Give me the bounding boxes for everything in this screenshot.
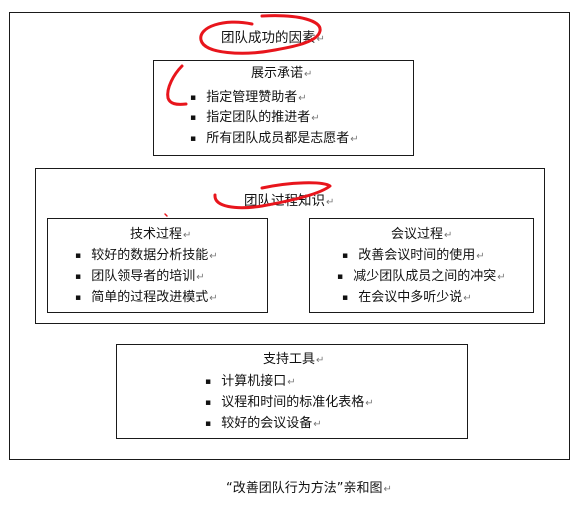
meeting-process-item: 改善会议时间的使用↵ xyxy=(342,246,484,267)
support-tools-item: 较好的会议设备↵ xyxy=(205,414,321,435)
meeting-process-item: 减少团队成员之间的冲突↵ xyxy=(337,267,505,288)
technical-process-title: 技术过程↵ xyxy=(130,227,192,242)
technical-process-item: 团队领导者的培训↵ xyxy=(75,267,204,288)
meeting-process-item: 在会议中多听少说↵ xyxy=(342,288,471,309)
support-tools-title: 支持工具↵ xyxy=(263,352,325,367)
commitment-title: 展示承诺↵ xyxy=(251,66,313,81)
technical-process-item: 较好的数据分析技能↵ xyxy=(75,246,217,267)
commitment-item: 所有团队成员都是志愿者↵ xyxy=(190,129,358,150)
support-tools-item: 计算机接口↵ xyxy=(205,372,295,393)
commitment-item: 指定管理赞助者↵ xyxy=(190,88,306,109)
commitment-item: 指定团队的推进者↵ xyxy=(190,108,319,129)
diagram-title: 团队成功的因素↵ xyxy=(221,30,325,46)
technical-process-item: 简单的过程改进模式↵ xyxy=(75,288,217,309)
support-tools-item: 议程和时间的标准化表格↵ xyxy=(205,393,373,414)
knowledge-title: 团队过程知识↵ xyxy=(244,193,335,209)
meeting-process-title: 会议过程↵ xyxy=(391,227,453,242)
figure-caption: “改善团队行为方法”亲和图↵ xyxy=(226,481,392,496)
